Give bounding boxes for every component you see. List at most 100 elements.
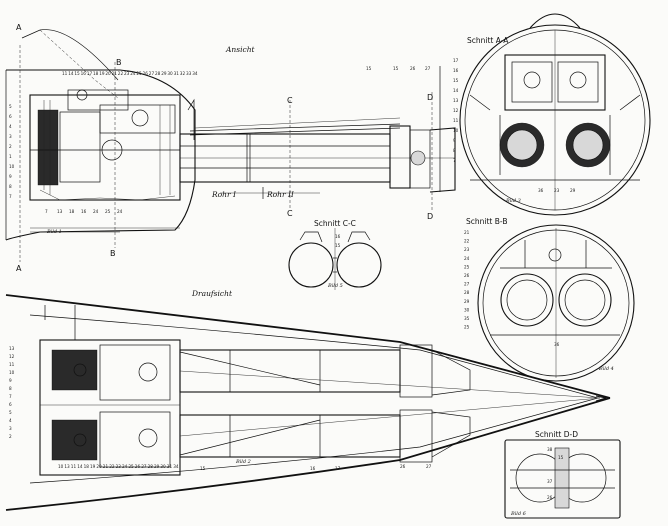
dd-frame	[504, 439, 621, 519]
side-muzzle-ring	[410, 150, 426, 166]
bb-left-callout-8: 29	[464, 299, 470, 304]
top-left-callout-4: 9	[9, 378, 12, 383]
bb-tube-left	[500, 273, 554, 327]
top-left-callout-7: 6	[9, 402, 12, 407]
side-view-title: Ansicht	[225, 45, 256, 54]
side-left-callout-3: 3	[9, 134, 12, 139]
aa-hull-circle	[459, 24, 651, 216]
top-muzzle-lower	[399, 409, 433, 463]
top-bottom-callout-20: 16	[310, 466, 316, 471]
side-top-callout-23: 15	[393, 66, 399, 71]
side-top-callout-0: 11	[62, 71, 68, 76]
top-bottom-callout-18: 34	[173, 464, 179, 469]
bb-bottom-callouts: 36	[554, 342, 560, 347]
aa-bottom-callout-1: 23	[554, 188, 560, 193]
bb-left-callout-3: 24	[464, 256, 470, 261]
tube-2-label: Rohr II	[266, 190, 295, 199]
dd-callout-3: 26	[547, 495, 553, 500]
top-bottom-callout-8: 22	[109, 464, 115, 469]
cut-mark-b-top: B	[116, 58, 122, 67]
side-top-callout-18: 31	[174, 71, 180, 76]
section-aa	[459, 13, 651, 216]
top-gear-lower	[73, 433, 87, 447]
side-top-callout-24: 26	[410, 66, 416, 71]
side-left-callout-7: 9	[9, 174, 12, 179]
aa-dial-right	[569, 71, 587, 89]
aa-hatch-dome	[529, 13, 581, 29]
top-bottom-callout-16: 30	[160, 464, 166, 469]
side-wheel	[131, 109, 149, 127]
top-valve-upper	[138, 362, 158, 382]
top-strut-1	[179, 351, 321, 386]
cc-tube-right	[336, 242, 382, 288]
side-bottom-callout-3: 16	[81, 209, 87, 214]
cc-callout-0: 16	[335, 234, 341, 239]
top-tube-lower	[179, 414, 401, 458]
side-top-callout-5: 18	[93, 71, 99, 76]
side-breech-door	[37, 109, 59, 186]
side-top-callout-22: 15	[366, 66, 372, 71]
aa-bottom-callout-2: 29	[570, 188, 576, 193]
side-view	[5, 29, 456, 262]
top-door-lower	[431, 411, 471, 458]
side-top-callout-1: 14	[68, 71, 74, 76]
side-top-callout-14: 27	[149, 71, 155, 76]
bb-left-callout-7: 28	[464, 290, 470, 295]
cut-mark-b-bottom: B	[110, 249, 116, 258]
figure-4-caption: Bild 4	[598, 366, 614, 372]
top-left-callout-11: 2	[9, 434, 12, 439]
side-left-callout-6: 10	[9, 164, 15, 169]
top-muzzle-upper	[399, 344, 433, 398]
top-bottom-callout-11: 25	[128, 464, 134, 469]
top-valve-lower	[138, 428, 158, 448]
side-bottom-callout-0: 7	[45, 209, 48, 214]
figure-2-caption: Bild 2	[235, 459, 251, 465]
side-top-callout-21: 34	[192, 71, 198, 76]
bb-left-callout-0: 21	[464, 230, 470, 235]
side-bow-cap	[21, 29, 119, 81]
section-cc-title: Schnitt C-C	[314, 219, 356, 228]
side-top-box	[67, 89, 129, 111]
side-top-callout-19: 32	[180, 71, 186, 76]
cc-callout-1: 15	[335, 243, 341, 248]
side-top-callout-7: 20	[105, 71, 111, 76]
top-bottom-callout-4: 18	[84, 464, 90, 469]
side-top-callout-17: 30	[167, 71, 173, 76]
side-bracket	[187, 98, 195, 140]
side-pipe-upper-2	[189, 123, 401, 132]
top-left-callout-8: 5	[9, 410, 12, 415]
side-top-callout-3: 16	[81, 71, 87, 76]
top-bottom-callout-14: 28	[148, 464, 154, 469]
side-left-callout-0: 5	[9, 104, 12, 109]
side-top-callout-12: 25	[136, 71, 142, 76]
aa-left-callout-8: 9	[453, 138, 456, 143]
top-bottom-callout-19: 15	[200, 466, 206, 471]
bb-hull-circle	[477, 224, 635, 382]
top-gear-upper	[73, 363, 87, 377]
top-view-title: Draufsicht	[191, 289, 233, 298]
side-top-callout-16: 29	[161, 71, 167, 76]
top-bottom-callout-6: 20	[96, 464, 102, 469]
top-mech-lower	[99, 411, 171, 468]
top-left-callout-5: 8	[9, 386, 12, 391]
side-vertical-rods	[43, 100, 171, 195]
bb-left-callout-9: 30	[464, 307, 470, 312]
side-bottom-callout-4: 24	[93, 209, 99, 214]
section-bb-title: Schnitt B-B	[466, 217, 507, 226]
side-pipe-upper-3	[194, 117, 401, 129]
side-left-callout-4: 2	[9, 144, 12, 149]
top-strut-2	[179, 419, 321, 456]
side-top-callout-11: 24	[130, 71, 136, 76]
dd-callout-1: 15	[558, 455, 564, 460]
side-bow-end	[429, 127, 456, 193]
top-left-callout-9: 4	[9, 418, 12, 423]
aa-side-brackets	[469, 94, 641, 111]
side-left-callout-1: 6	[9, 114, 12, 119]
top-bottom-callout-23: 27	[426, 464, 432, 469]
